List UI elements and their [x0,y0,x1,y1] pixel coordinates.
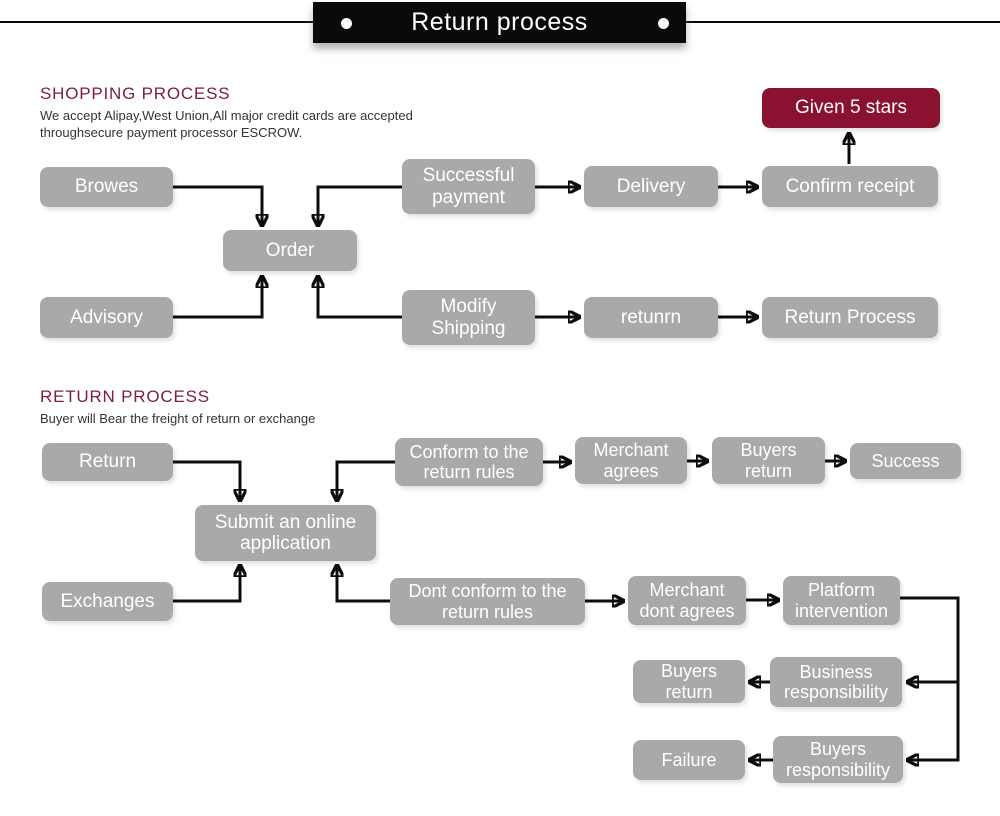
flow-node-business-responsibility: Business responsibility [770,657,902,707]
flow-node-merchant-agrees: Merchant agrees [575,437,687,484]
flow-node-browes: Browes [40,167,173,207]
bullet-dot-right-icon [658,18,669,29]
flow-node-modify-shipping: Modify Shipping [402,290,535,345]
flow-node-exchanges: Exchanges [42,582,173,621]
shopping-process-description-line2: throughsecure payment processor ESCROW. [40,125,303,140]
flow-node-buyers-responsibility: Buyers responsibility [773,736,903,783]
flow-node-merchant-dont-agrees: Merchant dont agrees [628,576,746,625]
banner-rule-right [686,21,1000,23]
flow-node-conform-rules: Conform to the return rules [395,438,543,486]
shopping-process-description-line1: We accept Alipay,West Union,All major cr… [40,108,413,123]
flow-node-submit-application: Submit an online application [195,505,376,561]
flow-node-success: Success [850,443,961,479]
flow-node-order: Order [223,230,357,271]
flow-node-advisory: Advisory [40,297,173,338]
return-process-heading: RETURN PROCESS [40,387,210,406]
bullet-dot-left-icon [341,18,352,29]
flow-node-retunrn: retunrn [584,297,718,338]
banner: Return process [313,2,686,43]
flow-node-buyers-return-bottom: Buyers return [633,660,745,703]
flow-node-buyers-return-top: Buyers return [712,437,825,484]
flow-node-successful-payment: Successful payment [402,159,535,214]
flow-node-given-5-stars: Given 5 stars [762,88,940,128]
flow-node-return-process: Return Process [762,297,938,338]
flow-node-failure: Failure [633,740,745,780]
banner-title: Return process [411,8,588,36]
flow-node-dont-conform-rules: Dont conform to the return rules [390,578,585,625]
return-process-description: Buyer will Bear the freight of return or… [40,411,316,426]
flow-node-delivery: Delivery [584,166,718,207]
flow-node-confirm-receipt: Confirm receipt [762,166,938,207]
flow-node-return: Return [42,443,173,481]
flow-node-platform-intervention: Platform intervention [783,576,900,625]
banner-rule-left [0,21,313,23]
shopping-process-heading: SHOPPING PROCESS [40,84,231,103]
